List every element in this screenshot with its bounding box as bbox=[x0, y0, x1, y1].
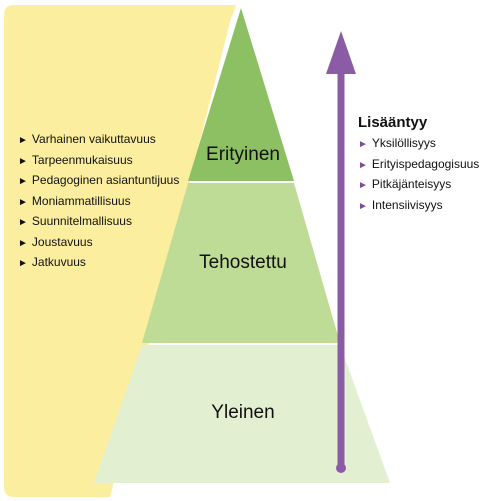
list-item-text: Erityispedagogisuus bbox=[371, 156, 480, 171]
list-item: Erityispedagogisuus bbox=[358, 155, 479, 176]
list-item-text: Varhainen vaikuttavuus bbox=[31, 132, 156, 146]
pyramid-tier-bottom bbox=[94, 345, 390, 483]
principles-list: Varhainen vaikuttavuus Tarpeenmukaisuus … bbox=[18, 130, 179, 274]
list-item: Jatkuvuus bbox=[18, 253, 179, 274]
tier-label-bottom: Yleinen bbox=[211, 402, 274, 423]
increase-arrow-base-dot bbox=[336, 463, 346, 473]
tier-label-middle: Tehostettu bbox=[199, 252, 287, 273]
list-item-text: Suunnitelmallisuus bbox=[31, 214, 132, 228]
list-item: Pitkäjänteisyys bbox=[358, 175, 479, 196]
list-item-text: Yksilöllisyys bbox=[371, 136, 436, 150]
increase-list: Yksilöllisyys Erityispedagogisuus Pitkäj… bbox=[358, 134, 479, 216]
list-item-text: Tarpeenmukaisuus bbox=[31, 152, 133, 167]
list-item-text: Jatkuvuus bbox=[31, 255, 86, 269]
list-item: Suunnitelmallisuus bbox=[18, 212, 179, 233]
increase-arrowhead bbox=[326, 31, 356, 74]
tier-label-top: Erityinen bbox=[206, 144, 280, 165]
pyramid-tier-middle bbox=[142, 183, 340, 343]
list-item: Tarpeenmukaisuus bbox=[18, 151, 179, 172]
pyramid-tier-top bbox=[188, 8, 294, 181]
increase-title: Lisääntyy bbox=[358, 114, 428, 131]
list-item: Joustavuus bbox=[18, 233, 179, 254]
list-item: Varhainen vaikuttavuus bbox=[18, 130, 179, 151]
list-item-text: Pitkäjänteisyys bbox=[371, 177, 452, 191]
list-item: Intensiivisyys bbox=[358, 196, 479, 217]
list-item-text: Pedagoginen asiantuntijuus bbox=[31, 173, 180, 187]
list-item: Pedagoginen asiantuntijuus bbox=[18, 171, 179, 192]
list-item: Moniammatillisuus bbox=[18, 192, 179, 213]
list-item-text: Joustavuus bbox=[31, 234, 93, 249]
list-item-text: Moniammatillisuus bbox=[31, 193, 131, 208]
list-item-text: Intensiivisyys bbox=[371, 197, 443, 212]
list-item: Yksilöllisyys bbox=[358, 134, 479, 155]
